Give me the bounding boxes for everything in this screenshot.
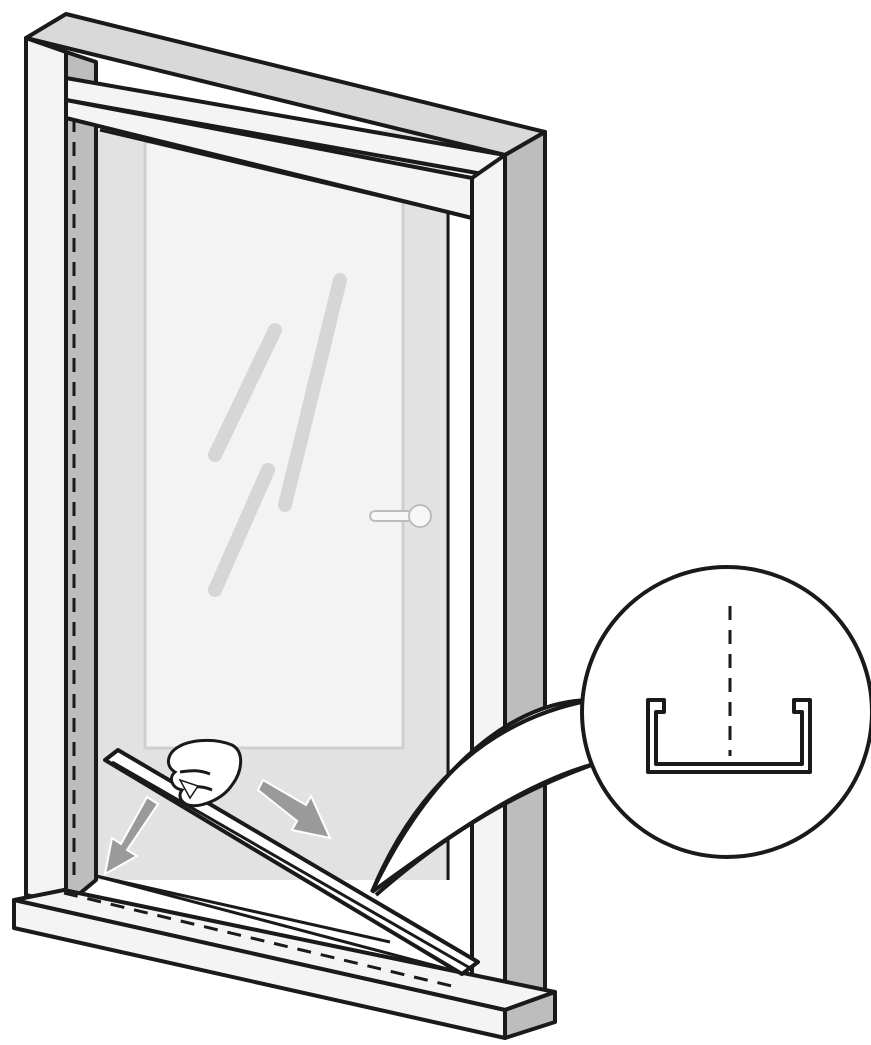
frame-right-jamb bbox=[448, 132, 545, 1010]
frame-left-jamb bbox=[26, 38, 96, 905]
door-panel bbox=[145, 142, 403, 748]
